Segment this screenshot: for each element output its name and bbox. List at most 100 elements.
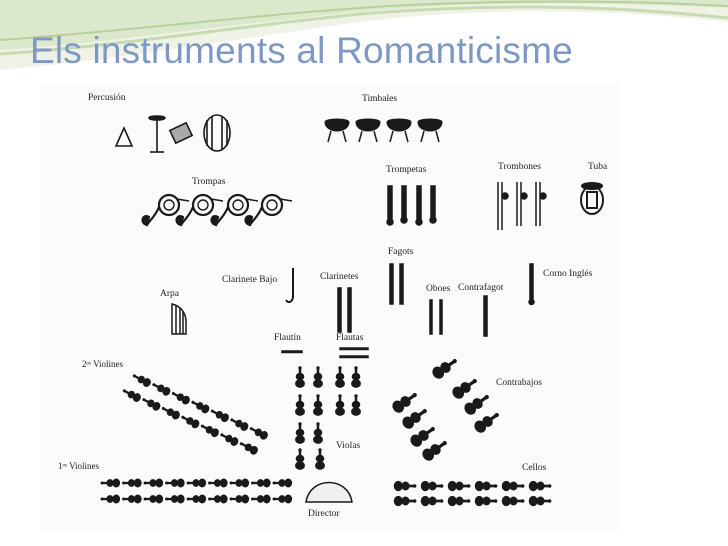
viola-icon bbox=[295, 422, 305, 444]
violin-icon bbox=[229, 478, 250, 488]
trombone-icons bbox=[497, 182, 547, 230]
label-flautas: Flautas bbox=[336, 333, 364, 343]
violin-icon bbox=[272, 494, 293, 504]
violin-icon bbox=[229, 494, 250, 504]
label-timbales: Timbales bbox=[362, 94, 398, 104]
slide-title: Els instruments al Romanticisme bbox=[30, 30, 573, 71]
tambourine-icon bbox=[168, 121, 194, 145]
double-bass-icon bbox=[392, 392, 417, 413]
violin-icon bbox=[200, 424, 219, 438]
viola-icon bbox=[313, 422, 323, 444]
violin-icon bbox=[171, 391, 190, 405]
viola-icon bbox=[315, 448, 325, 470]
cello-icon bbox=[447, 480, 471, 492]
timpani-icon bbox=[355, 118, 381, 143]
label-director: Director bbox=[308, 509, 340, 519]
label-oboes: Oboes bbox=[426, 284, 451, 294]
string-instrument-icons bbox=[100, 358, 552, 507]
cello-icon bbox=[393, 495, 417, 507]
violin-icon bbox=[186, 494, 207, 504]
label-tuba: Tuba bbox=[588, 162, 608, 172]
violin-icon bbox=[239, 442, 258, 455]
diagram-panel bbox=[40, 86, 620, 532]
label-2nd-violins: 2ᵒˢ Violines bbox=[82, 359, 124, 369]
violin-icon bbox=[100, 494, 121, 504]
violin-icon bbox=[181, 415, 200, 429]
violin-icon bbox=[143, 494, 164, 504]
cello-icon bbox=[528, 495, 552, 507]
double-bass-icon bbox=[422, 440, 447, 461]
violin-icon bbox=[165, 478, 185, 488]
label-flautin: Flautín bbox=[274, 333, 301, 343]
label-1st-violins: 1ᵒˢ Violines bbox=[58, 461, 100, 471]
label-fagots: Fagots bbox=[388, 247, 414, 257]
viola-icon bbox=[295, 394, 305, 416]
violin-icon bbox=[210, 409, 229, 423]
timpani-icon bbox=[417, 118, 443, 143]
english-horn-icon bbox=[528, 263, 535, 306]
cello-icon bbox=[474, 480, 498, 492]
violin-icon bbox=[142, 398, 161, 411]
viola-icon bbox=[351, 366, 361, 388]
oboe-icons bbox=[429, 299, 443, 335]
clarinet-icons bbox=[337, 287, 352, 333]
violin-icon bbox=[230, 418, 249, 431]
viola-icon bbox=[335, 394, 345, 416]
bass-drum-icon bbox=[203, 114, 231, 152]
cello-icon bbox=[474, 495, 498, 507]
label-cellos: Cellos bbox=[522, 463, 547, 473]
violin-icon bbox=[251, 478, 271, 488]
cello-icon bbox=[501, 495, 525, 507]
horn-icons bbox=[141, 193, 293, 227]
label-contrabajos: Contrabajos bbox=[496, 378, 542, 388]
cello-icon bbox=[528, 480, 552, 492]
cello-icon bbox=[420, 480, 444, 492]
viola-icon bbox=[313, 394, 323, 416]
violin-icon bbox=[122, 389, 141, 402]
director-podium bbox=[305, 481, 353, 503]
viola-icon bbox=[351, 394, 361, 416]
violin-icon bbox=[272, 478, 293, 488]
label-trompetas: Trompetas bbox=[386, 165, 427, 175]
french-horn-icon bbox=[210, 193, 259, 227]
violin-icon bbox=[191, 400, 210, 414]
violin-icon bbox=[100, 478, 121, 488]
violin-icon bbox=[122, 494, 142, 504]
violin-icon bbox=[152, 383, 171, 396]
harp-icon bbox=[171, 303, 187, 335]
violin-icon bbox=[143, 478, 164, 488]
violin-icon bbox=[122, 478, 142, 488]
trumpet-icons bbox=[386, 185, 437, 226]
timpani-icon bbox=[386, 118, 412, 143]
double-bass-icon bbox=[402, 408, 427, 429]
french-horn-icon bbox=[175, 193, 224, 227]
percussion-icons bbox=[114, 114, 231, 153]
label-clarinetes: Clarinetes bbox=[320, 272, 359, 282]
violin-icon bbox=[186, 478, 207, 488]
timpani-icons bbox=[324, 118, 443, 143]
cello-icon bbox=[420, 495, 444, 507]
violin-icon bbox=[220, 433, 239, 446]
bassoon-icons bbox=[389, 263, 404, 305]
cello-icon bbox=[501, 480, 525, 492]
violin-icon bbox=[251, 494, 271, 504]
flute-icons bbox=[339, 347, 369, 359]
french-horn-icon bbox=[244, 193, 293, 227]
violin-icon bbox=[132, 374, 151, 387]
timpani-icon bbox=[324, 118, 350, 143]
double-bass-icon bbox=[464, 394, 489, 415]
double-bass-icon bbox=[410, 426, 435, 447]
violin-icon bbox=[208, 478, 228, 488]
contrabassoon-icon bbox=[483, 295, 488, 337]
bass-clarinet-icon bbox=[285, 268, 294, 304]
label-clarinete-bajo: Clarinete Bajo bbox=[222, 275, 278, 285]
label-contrafagot: Contrafagot bbox=[458, 283, 504, 293]
violin-icon bbox=[249, 427, 268, 440]
viola-icon bbox=[295, 448, 305, 470]
violin-icon bbox=[165, 494, 185, 504]
tuba-icon bbox=[580, 182, 604, 215]
double-bass-icon bbox=[474, 412, 499, 433]
label-violas: Violas bbox=[336, 441, 361, 451]
